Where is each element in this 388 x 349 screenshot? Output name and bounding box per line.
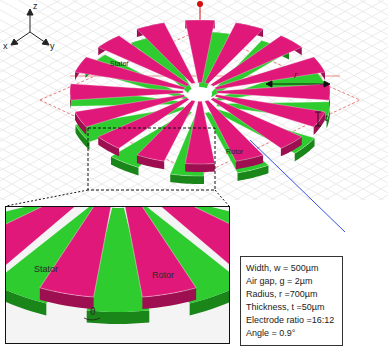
axis-label: y <box>50 42 55 51</box>
zoom-region <box>88 128 215 190</box>
grid-line <box>0 0 330 230</box>
grid-line <box>72 0 388 230</box>
grid-line <box>0 0 366 230</box>
electrodes <box>70 20 330 184</box>
axis-label: z <box>33 2 38 11</box>
zoom-leader <box>6 190 88 206</box>
grid-line <box>180 0 388 230</box>
stator-electrode <box>123 207 197 297</box>
grid-line <box>324 0 388 230</box>
grid <box>0 0 388 230</box>
zoom-leader <box>215 190 229 206</box>
grid-line <box>0 0 150 230</box>
grid-line <box>0 0 388 230</box>
grid-line <box>0 0 150 230</box>
parameter-line: Thickness, t =50µm <box>246 301 337 314</box>
grid-line <box>0 0 388 230</box>
grid-line <box>0 0 388 230</box>
axis-label: x <box>3 42 8 51</box>
angle-arc <box>84 318 100 320</box>
parameter-line: Width, w = 500µm <box>246 262 337 275</box>
grid-line <box>378 0 388 230</box>
part-label: θ <box>90 307 96 317</box>
dimension-label: t <box>325 114 328 123</box>
grid-line <box>342 0 388 230</box>
grid-line <box>360 0 388 230</box>
parameter-line: Electrode ratio =16:12 <box>246 314 337 327</box>
grid-line <box>0 0 312 230</box>
stator-electrode <box>75 57 185 89</box>
grid-line <box>0 0 240 230</box>
part-label: Rotor <box>152 271 174 280</box>
grid-line <box>72 0 388 230</box>
grid-line <box>162 0 388 230</box>
grid-line <box>342 0 388 230</box>
grid-line <box>36 0 388 230</box>
grid-line <box>180 0 388 230</box>
grid-line <box>378 0 388 230</box>
electrode-side <box>185 164 215 172</box>
grid-line <box>324 0 388 230</box>
grid-line <box>0 0 330 230</box>
stator-electrode <box>6 207 95 272</box>
parameter-line: Angle = 0.9° <box>246 327 337 340</box>
stator-electrode <box>215 57 325 89</box>
parameter-line: Radius, r =700µm <box>246 288 337 301</box>
part-label: Stator <box>110 60 129 67</box>
stator-electrode <box>6 207 83 214</box>
grid-line <box>162 0 388 230</box>
grid-line <box>0 0 366 230</box>
part-label: Rotor <box>226 148 243 155</box>
grid-line <box>360 0 388 230</box>
axis-dot <box>197 1 203 7</box>
inset-box: StatorRotor θ <box>5 206 230 344</box>
grid-line <box>0 0 312 230</box>
grid-line <box>0 0 240 230</box>
center-hole <box>188 87 212 101</box>
dimension-marks <box>266 81 330 126</box>
parameter-box: Width, w = 500µmAir gap, g = 2µmRadius, … <box>240 256 343 346</box>
dimension-label: r <box>294 71 297 80</box>
grid-line <box>54 0 388 230</box>
stator-electrode <box>137 100 195 161</box>
grid-line <box>0 0 388 230</box>
inset-electrodes <box>6 207 229 343</box>
grid-line <box>54 0 388 230</box>
stator-electrode <box>205 100 263 161</box>
grid-line <box>36 0 388 230</box>
axis-triad <box>11 9 49 45</box>
part-label: Stator <box>34 265 58 274</box>
grid-line <box>306 0 388 230</box>
stator-electrode <box>185 101 215 164</box>
grid-line <box>306 0 388 230</box>
parameter-line: Air gap, g = 2µm <box>246 275 337 288</box>
